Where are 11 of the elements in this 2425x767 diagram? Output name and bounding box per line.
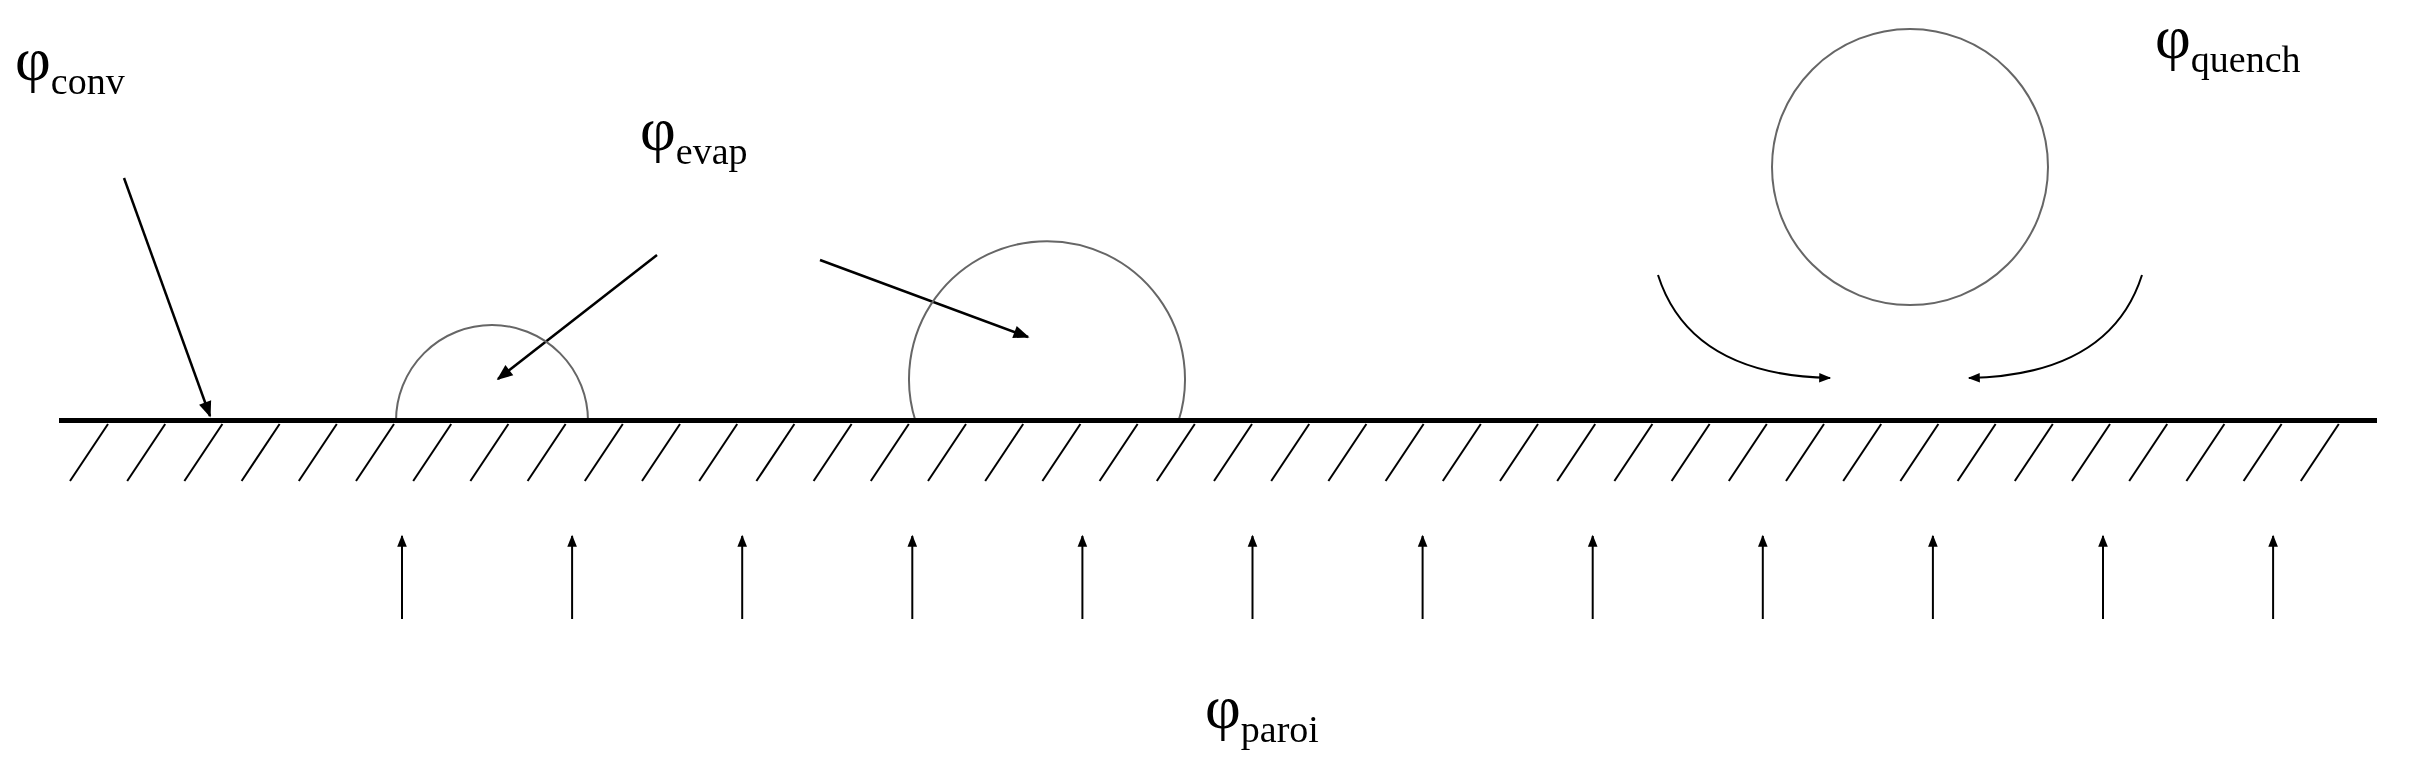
flux-label: φ$_{paroi}$ bbox=[1205, 676, 1319, 748]
flux-label: φ$_{quench}$ bbox=[2155, 6, 2301, 78]
arrow bbox=[122, 177, 212, 418]
flux-label: φ$_{evap}$ bbox=[640, 98, 748, 170]
bubble bbox=[395, 324, 589, 421]
bubble bbox=[1771, 28, 2049, 306]
arrow bbox=[496, 254, 658, 380]
bubble bbox=[908, 240, 1186, 421]
heated-wall bbox=[59, 418, 2377, 423]
arrow bbox=[819, 258, 1030, 339]
flux-label: φ$_{conv}$ bbox=[15, 28, 125, 100]
